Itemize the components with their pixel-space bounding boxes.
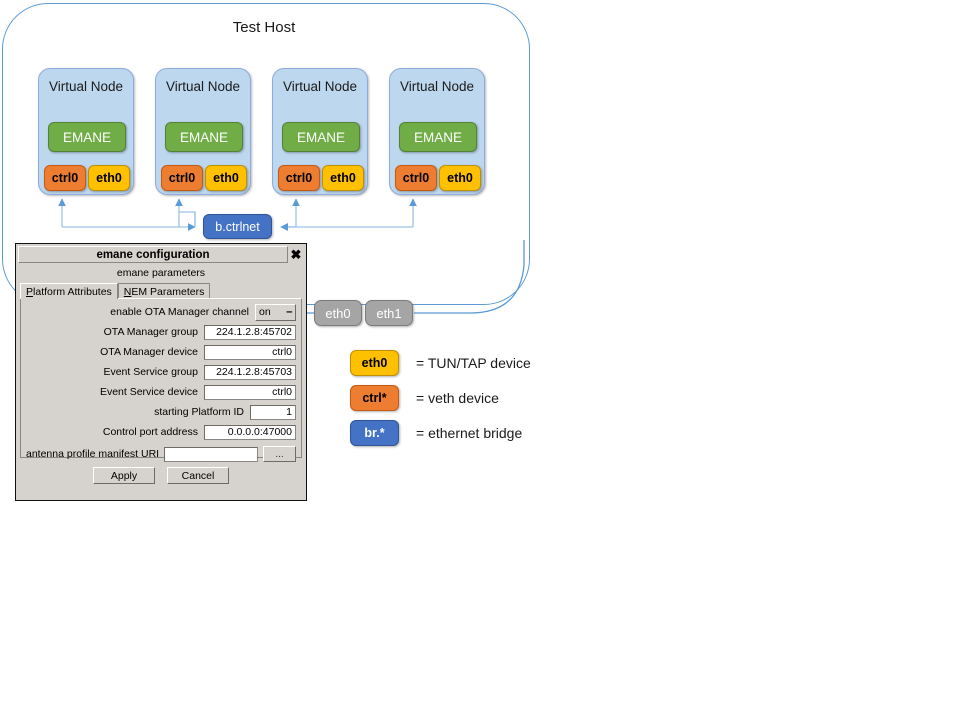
emane-block[interactable]: EMANE: [399, 122, 477, 152]
cancel-button[interactable]: Cancel: [167, 467, 229, 484]
legend-label-bridge: = ethernet bridge: [416, 425, 523, 441]
legend-item-veth: ctrl* = veth device: [350, 385, 531, 411]
chevron-down-icon: ━: [286, 306, 292, 317]
emane-configuration-dialog: emane configuration ✖ emane parameters P…: [15, 243, 307, 501]
field-label: antenna profile manifest URI: [26, 448, 160, 460]
select-value: on: [259, 306, 271, 318]
ota-manager-group-input[interactable]: 224.1.2.8:45702: [204, 324, 296, 340]
legend-label-veth: = veth device: [416, 390, 499, 406]
browse-button[interactable]: ...: [263, 446, 296, 462]
virtual-node-title: Virtual Node: [282, 79, 358, 94]
ctrl-interface[interactable]: ctrl0: [395, 165, 437, 191]
virtual-node-3[interactable]: Virtual Node EMANE ctrl0 eth0: [272, 68, 368, 195]
field-row-ota-manager-channel: enable OTA Manager channel on ━: [21, 303, 301, 321]
eth-interface[interactable]: eth0: [88, 165, 130, 191]
field-row-event-service-device: Event Service device ctrl0: [21, 383, 301, 401]
field-row-ota-manager-group: OTA Manager group 224.1.2.8:45702: [21, 323, 301, 341]
legend-swatch-bridge: br.*: [350, 420, 399, 446]
host-interface-eth0[interactable]: eth0: [314, 300, 362, 326]
virtual-node-title: Virtual Node: [48, 79, 124, 94]
dialog-titlebar[interactable]: emane configuration ✖: [18, 246, 304, 263]
legend-item-bridge: br.* = ethernet bridge: [350, 420, 531, 446]
field-row-starting-platform-id: starting Platform ID 1: [21, 403, 301, 421]
control-network-bridge[interactable]: b.ctrlnet: [203, 214, 272, 239]
legend-item-tuntap: eth0 = TUN/TAP device: [350, 350, 531, 376]
field-row-event-service-group: Event Service group 224.1.2.8:45703: [21, 363, 301, 381]
field-row-control-port-address: Control port address 0.0.0.0:47000: [21, 423, 301, 441]
legend-swatch-veth: ctrl*: [350, 385, 399, 411]
emane-block[interactable]: EMANE: [282, 122, 360, 152]
field-label: Event Service group: [103, 366, 198, 378]
field-label: enable OTA Manager channel: [110, 306, 249, 318]
legend-label-tuntap: = TUN/TAP device: [416, 355, 531, 371]
virtual-node-4[interactable]: Virtual Node EMANE ctrl0 eth0: [389, 68, 485, 195]
antenna-profile-uri-input[interactable]: [164, 446, 258, 462]
field-label: Control port address: [102, 426, 198, 438]
ctrl-interface[interactable]: ctrl0: [161, 165, 203, 191]
control-port-address-input[interactable]: 0.0.0.0:47000: [204, 424, 296, 440]
field-row-ota-manager-device: OTA Manager device ctrl0: [21, 343, 301, 361]
field-label: starting Platform ID: [154, 406, 244, 418]
starting-platform-id-input[interactable]: 1: [250, 404, 296, 420]
eth-interface[interactable]: eth0: [439, 165, 481, 191]
tab-mnemonic: N: [123, 285, 132, 298]
virtual-node-1[interactable]: Virtual Node EMANE ctrl0 eth0: [38, 68, 134, 195]
eth-interface[interactable]: eth0: [205, 165, 247, 191]
dialog-button-row: Apply Cancel: [16, 458, 306, 484]
tab-label-rest: latform Attributes: [33, 285, 112, 298]
event-service-group-input[interactable]: 224.1.2.8:45703: [204, 364, 296, 380]
virtual-node-2[interactable]: Virtual Node EMANE ctrl0 eth0: [155, 68, 251, 195]
virtual-node-title: Virtual Node: [399, 79, 475, 94]
legend-swatch-tuntap: eth0: [350, 350, 399, 376]
field-label: OTA Manager group: [103, 326, 198, 338]
emane-block[interactable]: EMANE: [165, 122, 243, 152]
legend: eth0 = TUN/TAP device ctrl* = veth devic…: [350, 350, 531, 455]
emane-block[interactable]: EMANE: [48, 122, 126, 152]
host-interface-eth1[interactable]: eth1: [365, 300, 413, 326]
ctrl-interface[interactable]: ctrl0: [278, 165, 320, 191]
apply-button[interactable]: Apply: [93, 467, 155, 484]
dialog-subtitle: emane parameters: [116, 267, 206, 279]
close-icon[interactable]: ✖: [290, 246, 302, 262]
dialog-title: emane configuration: [18, 246, 288, 263]
field-label: Event Service device: [99, 386, 198, 398]
platform-attributes-panel: enable OTA Manager channel on ━ OTA Mana…: [20, 298, 302, 462]
event-service-device-input[interactable]: ctrl0: [204, 384, 296, 400]
eth-interface[interactable]: eth0: [322, 165, 364, 191]
tab-label-rest: EM Parameters: [131, 285, 205, 298]
test-host-title: Test Host: [232, 19, 296, 36]
field-label: OTA Manager device: [100, 346, 198, 358]
field-row-antenna-profile-uri: antenna profile manifest URI ...: [21, 443, 301, 463]
tab-mnemonic: P: [26, 285, 34, 298]
ota-manager-device-input[interactable]: ctrl0: [204, 344, 296, 360]
virtual-node-title: Virtual Node: [165, 79, 241, 94]
ota-manager-channel-select[interactable]: on ━: [255, 303, 296, 321]
ctrl-interface[interactable]: ctrl0: [44, 165, 86, 191]
